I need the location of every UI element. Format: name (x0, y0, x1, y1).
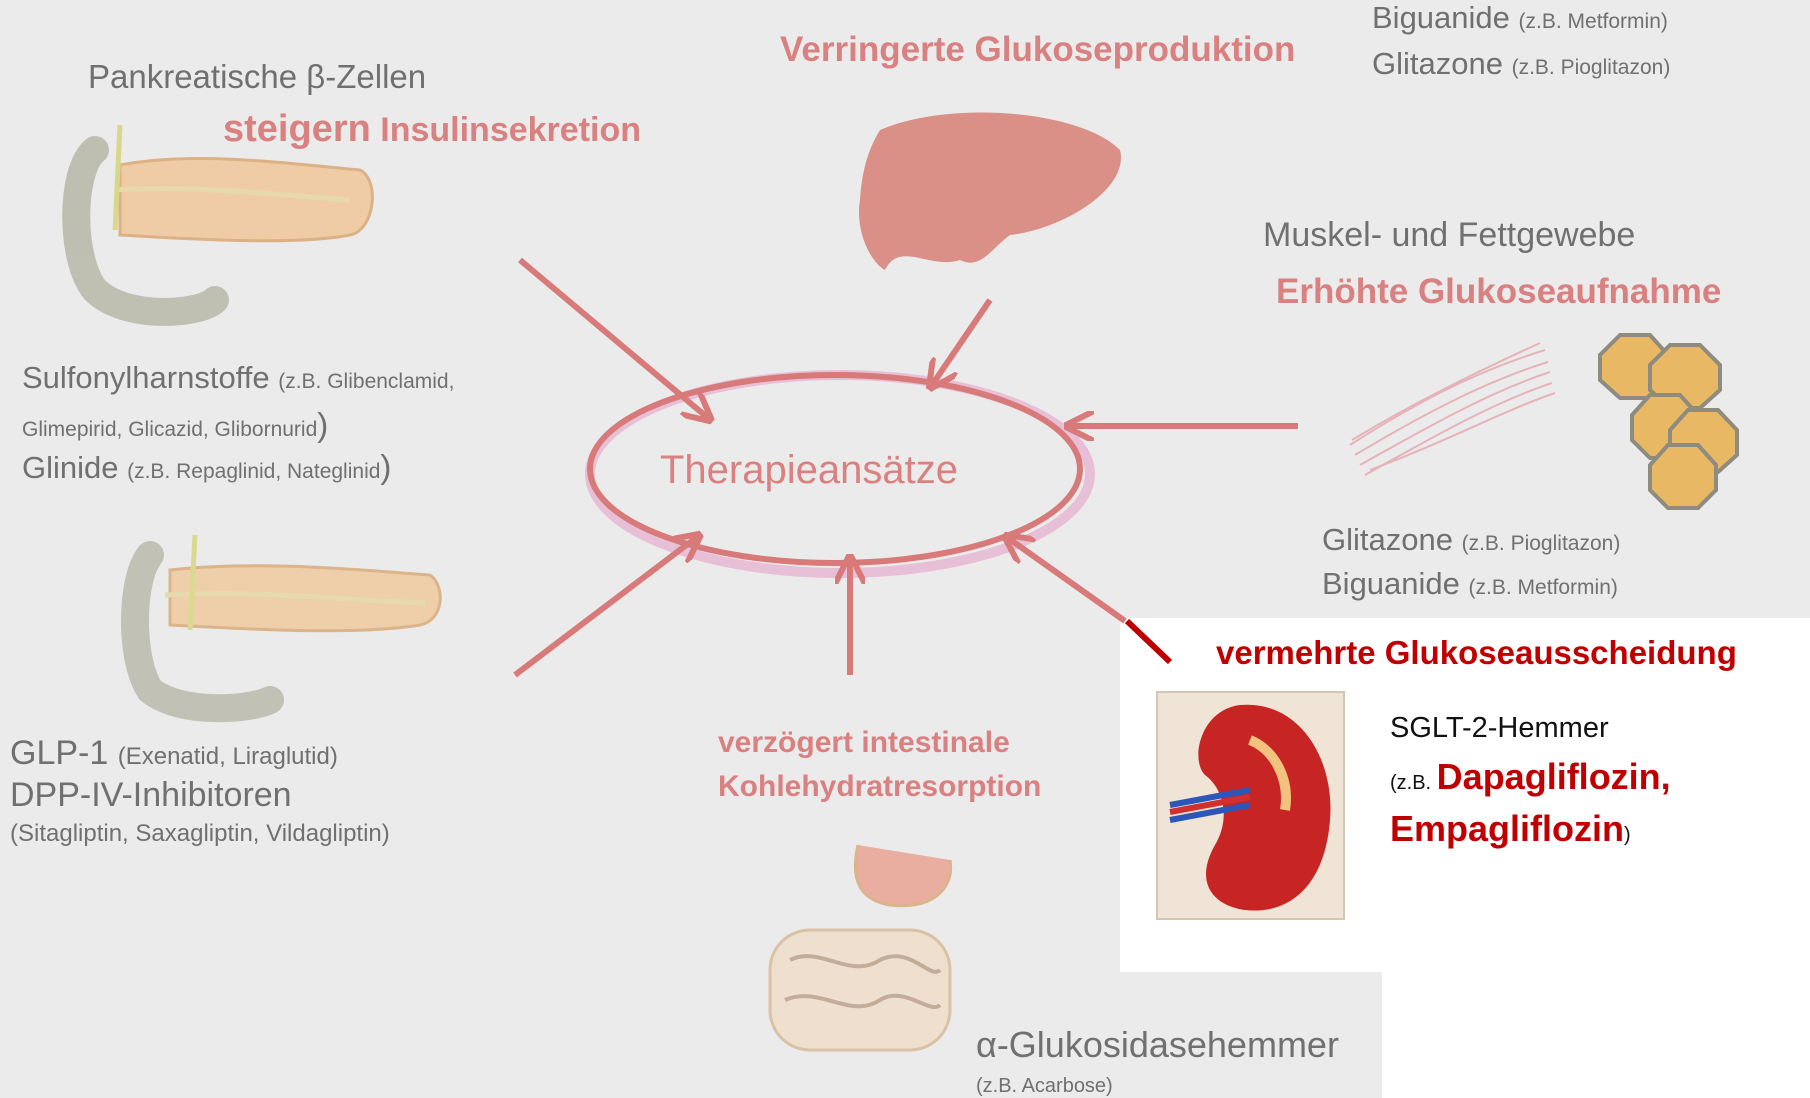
liver-drug-2-example: (z.B. Pioglitazon) (1512, 56, 1671, 79)
kidney-illustration (1157, 692, 1344, 919)
glinide-examples: (z.B. Repaglinid, Nateglinid (127, 460, 380, 483)
sglt2-main: SGLT-2-Hemmer (1390, 712, 1609, 745)
sulfonyl-examples-1: (z.B. Glibenclamid, (278, 370, 454, 393)
sglt2-example-1: Dapagliflozin, (1437, 756, 1671, 797)
dpp4-main: DPP-IV-Inhibitoren (10, 776, 292, 815)
glp1-examples: (Exenatid, Liraglutid) (118, 743, 338, 770)
pancreas-bottom-illustration (135, 535, 440, 708)
sglt2-prefix: (z.B. (1390, 772, 1437, 794)
pancreas-effect-rest: Insulinsekretion (371, 111, 641, 149)
muscle-drug-1-example: (z.B. Pioglitazon) (1462, 532, 1621, 555)
intestine-illustration (770, 845, 951, 1050)
arrow-from-liver (932, 300, 990, 385)
liver-drug-1-example: (z.B. Metformin) (1519, 10, 1668, 33)
glucosidase-main: α-Glukosidasehemmer (976, 1024, 1339, 1066)
liver-drug-1-main: Biguanide (1372, 0, 1519, 35)
sglt2-examples-line-2: Empagliflozin) (1390, 808, 1631, 850)
glucosidase-example: (z.B. Acarbose) (976, 1075, 1113, 1098)
muscle-drug-2: Biguanide (z.B. Metformin) (1322, 566, 1618, 602)
glinide-main: Glinide (22, 450, 127, 485)
sulfonyl-main: Sulfonylharnstoffe (22, 360, 278, 395)
liver-illustration (859, 113, 1121, 270)
arrow-from-pancreas (520, 260, 708, 418)
kidney-effect: vermehrte Glukoseausscheidung (1216, 634, 1737, 672)
sulfonyl-line-2: Glimepirid, Glicazid, Glibornurid) (22, 406, 328, 444)
arrow-from-kidney-red (1127, 621, 1170, 662)
intestine-effect-1: verzögert intestinale (718, 726, 1010, 760)
muscle-title: Muskel- und Fettgewebe (1263, 216, 1635, 255)
pancreas-effect-bold: steigern (223, 108, 371, 150)
intestine-effect-2: Kohlehydratresorption (718, 770, 1041, 804)
fat-cells-illustration (1600, 335, 1737, 508)
glinide-paren: ) (380, 448, 391, 485)
muscle-drug-2-example: (z.B. Metformin) (1469, 576, 1618, 599)
muscle-drug-1: Glitazone (z.B. Pioglitazon) (1322, 522, 1620, 558)
sglt2-examples-line-1: (z.B. Dapagliflozin, (1390, 756, 1671, 798)
sglt2-suffix: ) (1624, 824, 1631, 846)
glp1-line: GLP-1 (Exenatid, Liraglutid) (10, 734, 338, 773)
muscle-illustration (1350, 343, 1555, 475)
glp1-main: GLP-1 (10, 734, 118, 772)
pancreas-top-illustration (76, 125, 372, 312)
muscle-drug-1-main: Glitazone (1322, 522, 1462, 557)
muscle-drug-2-main: Biguanide (1322, 566, 1469, 601)
arrow-from-incretin (515, 537, 697, 675)
sulfonyl-line-1: Sulfonylharnstoffe (z.B. Glibenclamid, (22, 360, 454, 396)
dpp4-examples: (Sitagliptin, Saxagliptin, Vildagliptin) (10, 820, 390, 848)
muscle-effect: Erhöhte Glukoseaufnahme (1276, 272, 1721, 312)
sglt2-example-2: Empagliflozin (1390, 808, 1624, 849)
pancreas-effect: steigern Insulinsekretion (223, 108, 641, 151)
center-label: Therapieansätze (660, 448, 958, 493)
arrow-from-kidney-pink (1008, 538, 1125, 621)
sulfonyl-paren: ) (317, 406, 328, 443)
liver-drug-2: Glitazone (z.B. Pioglitazon) (1372, 46, 1670, 82)
liver-effect: Verringerte Glukoseproduktion (780, 30, 1295, 70)
sulfonyl-examples-2: Glimepirid, Glicazid, Glibornurid (22, 418, 317, 441)
pancreas-title: Pankreatische β-Zellen (88, 58, 426, 96)
liver-drug-2-main: Glitazone (1372, 46, 1512, 81)
glinide-line: Glinide (z.B. Repaglinid, Nateglinid) (22, 448, 391, 486)
liver-drug-1: Biguanide (z.B. Metformin) (1372, 0, 1668, 36)
